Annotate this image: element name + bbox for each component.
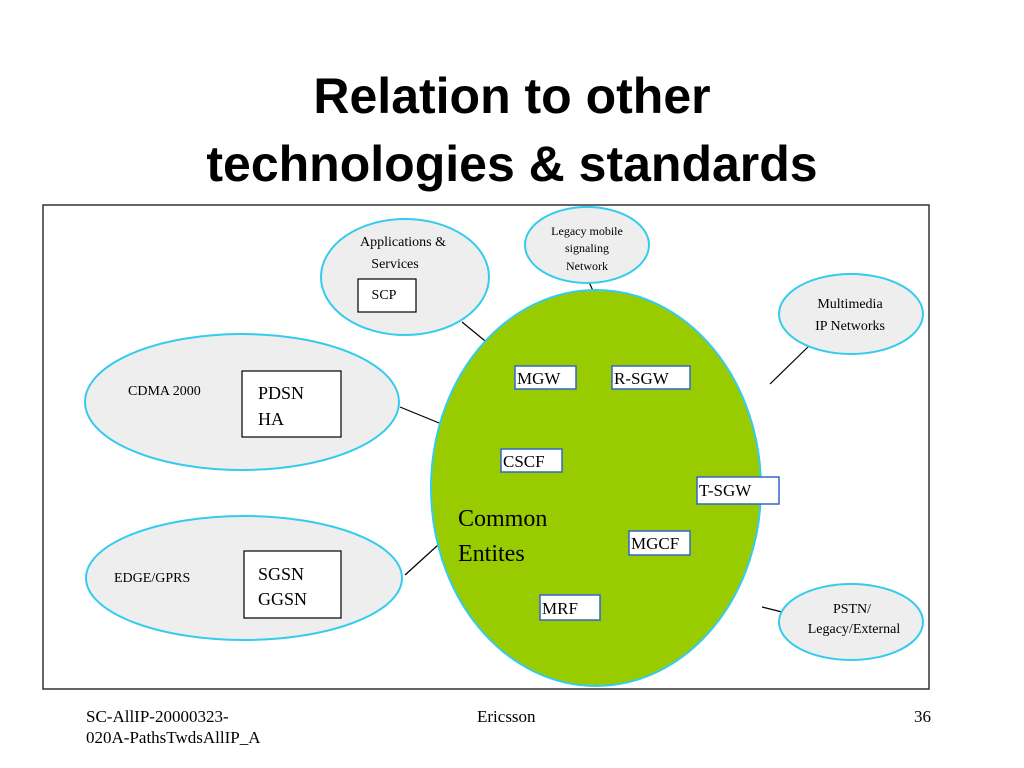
cscf-label: CSCF <box>503 452 545 471</box>
title-line-1: Relation to other <box>313 68 711 124</box>
connector-pstn <box>761 606 783 613</box>
edge-gprs-label: EDGE/GPRS <box>114 571 190 586</box>
scp-box <box>357 278 417 313</box>
mgcf-box <box>628 530 691 556</box>
common-label-2: Entites <box>458 541 525 567</box>
ha-label: HA <box>258 409 284 429</box>
multimedia-node: Multimedia IP Networks <box>778 273 924 355</box>
common-label-1: Common <box>458 506 547 532</box>
scp-label: SCP <box>372 288 397 303</box>
pstn-label-1: PSTN/ <box>833 602 871 617</box>
rsgw-box <box>611 365 691 390</box>
connector-cdma <box>399 406 445 426</box>
multimedia-label-2: IP Networks <box>815 319 885 334</box>
cdma-node: CDMA 2000 PDSN HA <box>84 333 400 471</box>
legacy-mobile-node: Legacy mobile signaling Network <box>524 206 650 284</box>
legacy-mobile-label-3: Network <box>566 259 608 273</box>
title-line-2: technologies & standards <box>206 136 818 192</box>
mgw-box <box>514 365 577 390</box>
apps-services-node: Applications & Services SCP <box>320 218 490 336</box>
footer-page-number: 36 <box>914 707 931 726</box>
cscf-box <box>500 448 563 473</box>
sgsn-label: SGSN <box>258 564 304 584</box>
pstn-label-2: Legacy/External <box>808 622 901 637</box>
multimedia-label-1: Multimedia <box>817 297 883 312</box>
legacy-mobile-label-1: Legacy mobile <box>551 224 623 238</box>
mrf-label: MRF <box>542 599 578 618</box>
connector-edge <box>404 544 439 576</box>
edge-gprs-node: EDGE/GPRS SGSN GGSN <box>85 515 403 641</box>
sgsn-box <box>243 550 342 619</box>
rsgw-label: R-SGW <box>614 369 670 388</box>
tsgw-label: T-SGW <box>699 481 752 500</box>
slide-title: Relation to other technologies & standar… <box>0 62 1024 198</box>
ggsn-label: GGSN <box>258 589 307 609</box>
apps-services-label-1: Applications & <box>360 235 446 250</box>
legacy-mobile-label-2: signaling <box>565 241 609 255</box>
cdma-label: CDMA 2000 <box>128 384 201 399</box>
connector-multimedia <box>769 344 811 385</box>
footer-document-id: SC-AllIP-20000323-020A-PathsTwdsAllIP_A <box>86 707 261 747</box>
tsgw-box <box>696 476 780 505</box>
pdsn-label: PDSN <box>258 383 304 403</box>
apps-services-label-2: Services <box>371 257 418 272</box>
common-entities-node: Common Entites MGW R-SGW CSCF T-SGW MGCF… <box>430 289 780 687</box>
pdsn-box <box>241 370 342 438</box>
mgcf-label: MGCF <box>631 534 679 553</box>
pstn-node: PSTN/ Legacy/External <box>778 583 924 661</box>
mgw-label: MGW <box>517 369 561 388</box>
mrf-box <box>539 594 601 621</box>
footer-company: Ericsson <box>477 707 536 726</box>
